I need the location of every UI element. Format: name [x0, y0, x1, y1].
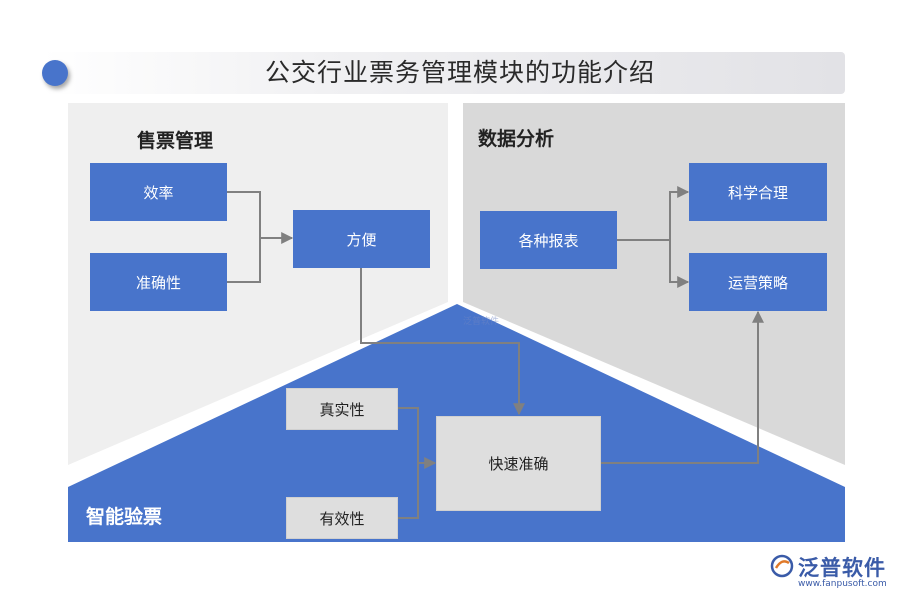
validity-box: 有效性	[286, 497, 398, 539]
convenience-box: 方便	[293, 210, 430, 268]
title-bullet-icon	[42, 60, 68, 86]
connector-fast-strategy	[601, 310, 764, 464]
page-title: 公交行业票务管理模块的功能介绍	[264, 58, 655, 87]
connector-convenience	[360, 268, 525, 416]
ticket-sales-label: 售票管理	[137, 130, 214, 152]
connector-efficiency	[227, 191, 294, 244]
brand-logo: 泛普软件 www.fanpusoft.com	[770, 552, 892, 594]
logo-name: 泛普软件	[798, 556, 886, 580]
authenticity-box: 真实性	[286, 388, 398, 430]
logo-url: www.fanpusoft.com	[798, 579, 887, 589]
connector-accuracy	[227, 238, 261, 283]
accuracy-box: 准确性	[90, 253, 227, 311]
strategy-box: 运营策略	[689, 253, 827, 311]
data-analysis-label: 数据分析	[478, 128, 555, 150]
connector-reports-scientific	[617, 186, 690, 241]
connector-validity	[398, 463, 419, 519]
reports-box: 各种报表	[480, 211, 617, 269]
connector-reports-strategy	[669, 240, 690, 288]
scientific-box: 科学合理	[689, 163, 827, 221]
fast-accurate-box: 快速准确	[436, 416, 601, 511]
watermark: 泛普软件	[463, 317, 500, 327]
connector-authenticity	[398, 407, 437, 469]
title-bar	[42, 52, 845, 94]
smart-check-label: 智能验票	[86, 506, 163, 528]
efficiency-box: 效率	[90, 163, 227, 221]
fanpu-logo-icon	[770, 554, 794, 578]
